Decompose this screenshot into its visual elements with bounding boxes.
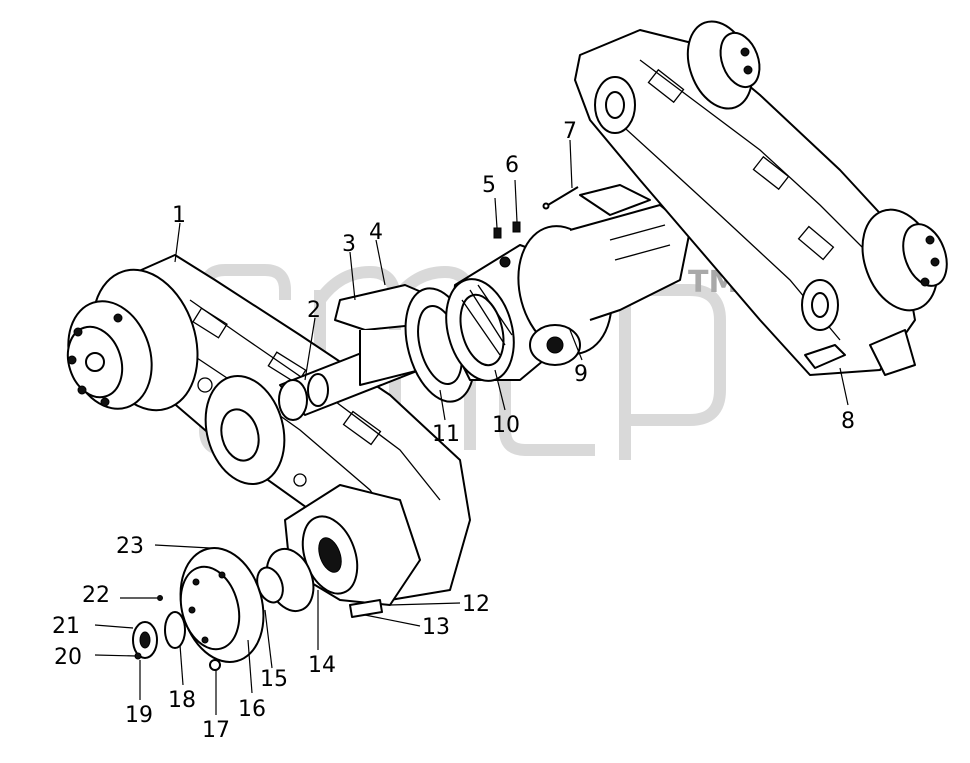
callout-8: 8 bbox=[841, 409, 855, 434]
callout-18: 18 bbox=[168, 688, 196, 713]
callout-14: 14 bbox=[308, 653, 336, 678]
lower-brake-drum bbox=[179, 547, 265, 663]
callout-23: 23 bbox=[116, 534, 144, 559]
callout-16: 16 bbox=[238, 697, 266, 722]
callout-2: 2 bbox=[307, 298, 321, 323]
callout-5: 5 bbox=[482, 173, 496, 198]
callout-10: 10 bbox=[492, 413, 520, 438]
hub-cap bbox=[132, 621, 158, 659]
differential-housing bbox=[517, 184, 691, 366]
bolt-5 bbox=[493, 227, 502, 239]
small-bolt bbox=[157, 595, 163, 601]
pin bbox=[542, 186, 579, 210]
callout-11: 11 bbox=[432, 422, 460, 447]
callout-20: 20 bbox=[54, 645, 82, 670]
callout-3: 3 bbox=[342, 232, 356, 257]
callout-22: 22 bbox=[82, 583, 110, 608]
callout-21: 21 bbox=[52, 614, 80, 639]
left-brake-drum bbox=[204, 374, 286, 486]
wheel-nut bbox=[209, 659, 221, 671]
bolt-6 bbox=[512, 221, 521, 233]
callout-12: 12 bbox=[462, 592, 490, 617]
hub-seal-ring bbox=[164, 611, 186, 649]
lower-wheel-end bbox=[256, 484, 421, 618]
callout-labels: 1 2 3 4 5 6 7 8 9 10 11 12 13 14 15 16 1… bbox=[52, 119, 855, 743]
right-upper-hub bbox=[686, 20, 761, 110]
callout-13: 13 bbox=[422, 615, 450, 640]
right-lower-hub bbox=[861, 208, 948, 312]
left-wheel-hub bbox=[66, 268, 199, 412]
callout-15: 15 bbox=[260, 667, 288, 692]
callout-19: 19 bbox=[125, 703, 153, 728]
callout-6: 6 bbox=[505, 153, 519, 178]
leader-lines bbox=[94, 139, 849, 715]
callout-17: 17 bbox=[202, 718, 230, 743]
callout-7: 7 bbox=[563, 119, 577, 144]
callout-4: 4 bbox=[369, 220, 383, 245]
callout-1: 1 bbox=[172, 203, 186, 228]
callout-9: 9 bbox=[574, 362, 588, 387]
